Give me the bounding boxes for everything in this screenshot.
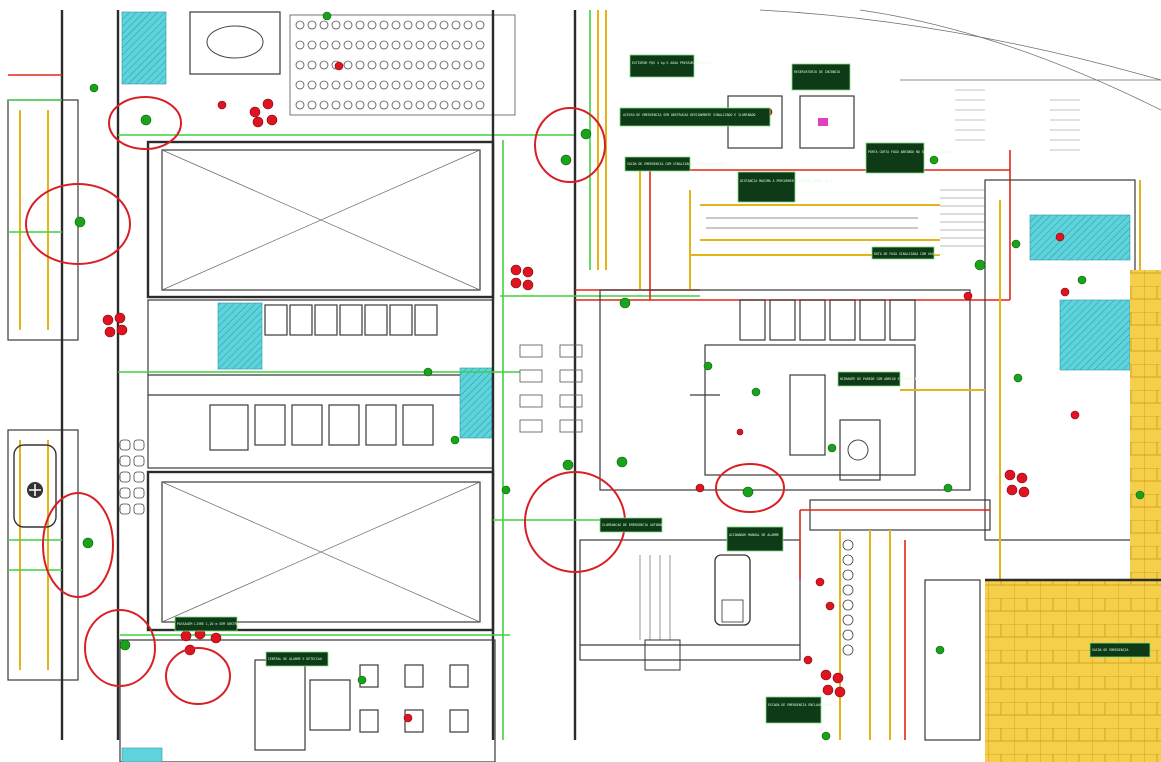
- upper-block: [118, 11, 575, 136]
- note-extinguisher-text: EXTINTOR PQS 4 kg E AGUA PRESSURIZADA 10…: [632, 61, 713, 65]
- note-alarm-central-text: CENTRAL DE ALARME E DETECCAO: [268, 657, 322, 661]
- central-corridor: [118, 10, 1010, 740]
- note-extinguisher: EXTINTOR PQS 4 kg E AGUA PRESSURIZADA 10…: [629, 54, 713, 78]
- note-fire-door-text: PORTA CORTA FOGO ABRINDO NO SENTIDO DE F…: [868, 150, 951, 154]
- kitchen-block: [519, 289, 985, 491]
- note-emergency-lighting: ILUMINACAO DE EMERGENCIA AUTONOMA: [599, 517, 665, 533]
- extinguisher-symbols: [102, 61, 1080, 723]
- note-escape-route-text: ROTA DE FUGA SINALIZADA COM VAO LIVRE: [874, 252, 945, 256]
- note-stair: ESCADA DE EMERGENCIA ENCLAUSURADA: [765, 696, 831, 724]
- note-emergency-exit: SAIDA DE EMERGENCIA: [1089, 642, 1151, 658]
- right-upper: [639, 9, 1161, 580]
- note-hydrant-text: HIDRANTE DE PAREDE COM ABRIGO E MANGUEIR…: [840, 377, 919, 381]
- note-hydrant: HIDRANTE DE PAREDE COM ABRIGO E MANGUEIR…: [837, 371, 919, 387]
- note-emergency-exit-text: SAIDA DE EMERGENCIA: [1092, 648, 1129, 652]
- attention-circles: [25, 96, 785, 705]
- note-reservoir: RESERVATORIO DE INCENDIO: [791, 63, 851, 91]
- annotation-labels: ACESSO DE EMERGENCIA SEM OBSTRUCAO DEVID…: [174, 54, 1151, 724]
- note-clear-passage-text: PASSAGEM LIVRE 1,20 m SEM OBSTRUCAO: [177, 622, 244, 626]
- note-emergency-lighting-text: ILUMINACAO DE EMERGENCIA AUTONOMA: [602, 523, 665, 527]
- note-max-distance: DISTANCIA MAXIMA A PERCORRER CONFORME NO…: [737, 171, 832, 203]
- note-exit-access: ACESSO DE EMERGENCIA SEM OBSTRUCAO DEVID…: [619, 107, 771, 127]
- note-photoluminescent-text: SAIDA DE EMERGENCIA COM SINALIZACAO FOTO…: [627, 162, 727, 166]
- note-alarm-button-text: ACIONADOR MANUAL DE ALARME: [729, 533, 779, 537]
- note-fire-door: PORTA CORTA FOGO ABRINDO NO SENTIDO DE F…: [865, 142, 951, 174]
- hall-lower: [146, 470, 495, 632]
- note-alarm-button: ACIONADOR MANUAL DE ALARME: [726, 526, 784, 552]
- note-photoluminescent: SAIDA DE EMERGENCIA COM SINALIZACAO FOTO…: [624, 156, 727, 172]
- lower-right: [579, 270, 1161, 762]
- note-escape-route: ROTA DE FUGA SINALIZADA COM VAO LIVRE: [871, 246, 945, 260]
- note-max-distance-text: DISTANCIA MAXIMA A PERCORRER CONFORME NO…: [740, 179, 832, 183]
- note-exit-access-text: ACESSO DE EMERGENCIA SEM OBSTRUCAO DEVID…: [623, 113, 755, 117]
- left-wing: [7, 10, 120, 740]
- emergency-light-symbols: [74, 11, 1145, 741]
- note-stair-text: ESCADA DE EMERGENCIA ENCLAUSURADA: [768, 703, 831, 707]
- note-alarm-central: CENTRAL DE ALARME E DETECCAO: [265, 651, 329, 667]
- note-reservoir-text: RESERVATORIO DE INCENDIO: [794, 70, 840, 74]
- restroom-block: [119, 299, 494, 515]
- hall-upper: [146, 140, 495, 299]
- note-clear-passage: PASSAGEM LIVRE 1,20 m SEM OBSTRUCAO: [174, 616, 244, 632]
